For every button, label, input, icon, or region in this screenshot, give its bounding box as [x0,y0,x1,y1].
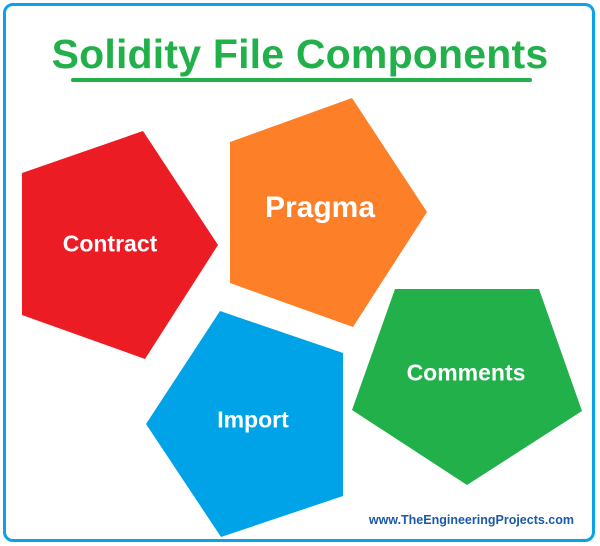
pragma-label: Pragma [264,191,376,224]
contract-pentagon [22,131,218,359]
import-label: Import [217,406,289,433]
comments-pentagon [352,289,582,485]
title-underline [71,78,532,82]
diagram-title: Solidity File Components [51,31,549,77]
diagram-frame [3,3,595,542]
comments-label: Comments [406,359,526,386]
watermark-url: www.TheEngineeringProjects.com [368,513,574,527]
pragma-pentagon [230,98,427,327]
import-pentagon [146,311,343,537]
contract-label: Contract [62,230,158,257]
